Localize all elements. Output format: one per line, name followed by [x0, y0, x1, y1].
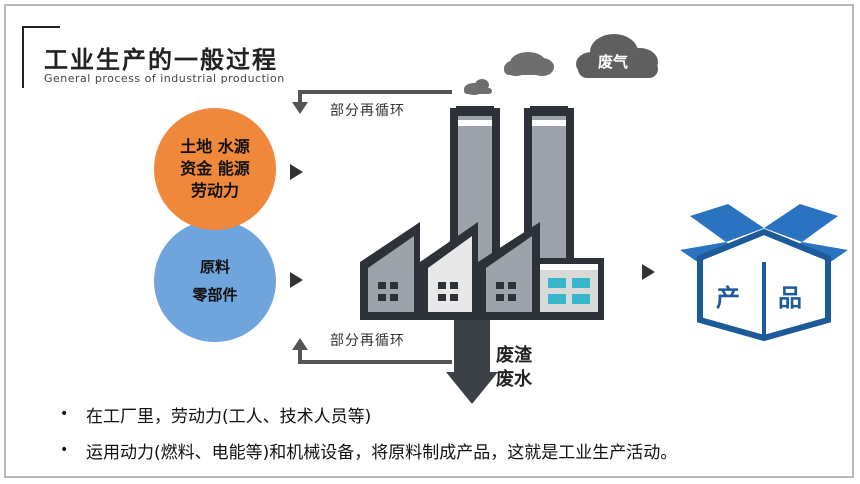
factory-icon — [360, 106, 604, 404]
recycle-label-bottom: 部分再循环 — [330, 333, 405, 349]
medium-cloud-icon — [504, 52, 554, 76]
bullet-list: • 在工厂里，劳动力(工人、技术人员等) • 运用动力(燃料、电能等)和机械设备… — [60, 396, 677, 468]
arrow-product-icon — [642, 264, 655, 280]
waste-gas-cloud-icon — [576, 34, 658, 78]
resources-circle: 土地 水源 资金 能源 劳动力 — [154, 108, 276, 230]
resources-line-3: 劳动力 — [190, 181, 239, 200]
waste-water: 废水 — [496, 369, 532, 390]
bullet-item: • 运用动力(燃料、电能等)和机械设备，将原料制成产品，这就是工业生产活动。 — [60, 432, 677, 468]
recycle-label-top: 部分再循环 — [330, 103, 405, 119]
title-bracket — [22, 26, 60, 88]
bullet-dot-icon: • — [60, 442, 69, 458]
product-char-1: 产 — [716, 284, 740, 312]
waste-gas-label: 废气 — [598, 53, 629, 71]
waste-residue: 废渣 — [496, 345, 532, 366]
arrow-materials-icon — [290, 272, 303, 288]
arrow-resources-icon — [290, 164, 303, 180]
bullet-text: 在工厂里，劳动力(工人、技术人员等) — [86, 406, 372, 427]
resources-line-2: 资金 能源 — [180, 159, 250, 178]
materials-line-2: 零部件 — [192, 286, 238, 304]
materials-circle: 原料 零部件 — [154, 220, 276, 342]
product-box-icon — [680, 204, 848, 342]
bullet-dot-icon: • — [60, 406, 69, 422]
bullet-text: 运用动力(燃料、电能等)和机械设备，将原料制成产品，这就是工业生产活动。 — [86, 442, 678, 463]
product-char-2: 品 — [778, 284, 802, 312]
slide-title: 工业生产的一般过程 — [44, 46, 278, 74]
materials-line-1: 原料 — [199, 258, 230, 276]
recycle-arrow-top — [298, 90, 452, 104]
bullet-item: • 在工厂里，劳动力(工人、技术人员等) — [60, 396, 677, 432]
waste-solid-label: 废渣 废水 — [496, 344, 532, 392]
recycle-arrow-bottom — [298, 348, 452, 364]
slide-frame — [4, 4, 854, 478]
slide-subtitle: General process of industrial production — [44, 72, 285, 85]
small-cloud-icon — [464, 79, 492, 95]
resources-line-1: 土地 水源 — [180, 137, 250, 156]
